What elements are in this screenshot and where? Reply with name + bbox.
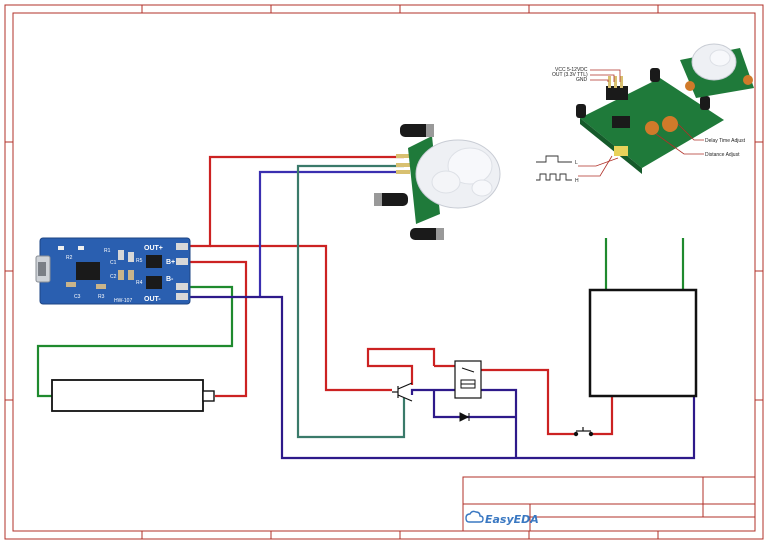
- wire-outplus-transistor: [210, 244, 392, 392]
- pin-label-out-minus: OUT-: [144, 296, 161, 303]
- protection-ic: [146, 255, 162, 268]
- pulse-wave-repeat: [536, 173, 572, 181]
- inset-label-h: H: [575, 178, 579, 184]
- capacitor-bottom: [410, 228, 444, 240]
- part-label-r2: R2: [66, 255, 73, 261]
- easyeda-logo: EasyEDA: [465, 510, 539, 526]
- inset-label-vcc: VCC 5-12VDC: [555, 67, 588, 73]
- capacitor-mid: [374, 193, 408, 206]
- pir-inset-image: VCC 5-12VDC OUT (3.3V TTL) GND Delay Tim…: [536, 43, 754, 184]
- delay-pot: [662, 116, 678, 132]
- part-label-c1: C1: [110, 260, 117, 266]
- title-block: [462, 476, 756, 532]
- sheet-frame: [4, 4, 764, 540]
- part-label-r5: R5: [136, 258, 143, 264]
- diode[interactable]: [459, 412, 470, 422]
- wire-bplus-battery: [188, 260, 248, 398]
- push-switch[interactable]: [573, 427, 594, 437]
- charger-ic: [76, 262, 100, 280]
- mosfet-ic: [146, 276, 162, 289]
- relay[interactable]: [454, 360, 482, 399]
- wire-bminus-battery: [36, 285, 234, 398]
- pin-label-out-plus: OUT+: [144, 245, 163, 252]
- charger-module[interactable]: OUT+ B+ B- OUT- HW-107 R2 R3 C3 C1 C2 R1…: [35, 237, 191, 305]
- part-label-r3: R3: [98, 294, 105, 300]
- wire-pir-gnd: [296, 164, 406, 439]
- inset-label-l: L: [575, 160, 578, 166]
- wire-relay-navy: [410, 388, 518, 458]
- pir-sensor[interactable]: [374, 124, 501, 240]
- wire-pir-out: [258, 170, 404, 297]
- part-label-r1: R1: [104, 248, 111, 254]
- capacitor-top: [400, 124, 434, 137]
- wire-ground-bus: [188, 295, 696, 460]
- wire-outplus-pir-vcc: [188, 155, 404, 248]
- part-label-c2: C2: [110, 274, 117, 280]
- wires: [36, 155, 696, 460]
- inset-label-delay: Delay Time Adjust: [705, 138, 746, 144]
- wire-diode-loop: [432, 390, 516, 419]
- pin-label-b-minus: B-: [166, 276, 174, 283]
- part-label-r4: R4: [136, 280, 143, 286]
- distance-pot: [645, 121, 659, 135]
- pulse-wave-single: [536, 155, 572, 163]
- battery-cell[interactable]: [51, 379, 215, 412]
- transistor[interactable]: [392, 382, 413, 402]
- inset-label-out: OUT (3.3V TTL): [552, 72, 588, 78]
- part-label-c3: C3: [74, 294, 81, 300]
- wire-switch-load: [592, 396, 614, 436]
- load-box[interactable]: [588, 288, 698, 398]
- pin-label-b-plus: B+: [166, 259, 175, 266]
- model-label: HW-107: [114, 298, 132, 304]
- inset-label-gnd: GND: [576, 77, 588, 83]
- logo-text: EasyEDA: [485, 513, 539, 526]
- inset-label-distance: Distance Adjust: [705, 152, 740, 158]
- cloud-icon: [465, 510, 484, 523]
- wire-transistor-relay: [366, 347, 436, 385]
